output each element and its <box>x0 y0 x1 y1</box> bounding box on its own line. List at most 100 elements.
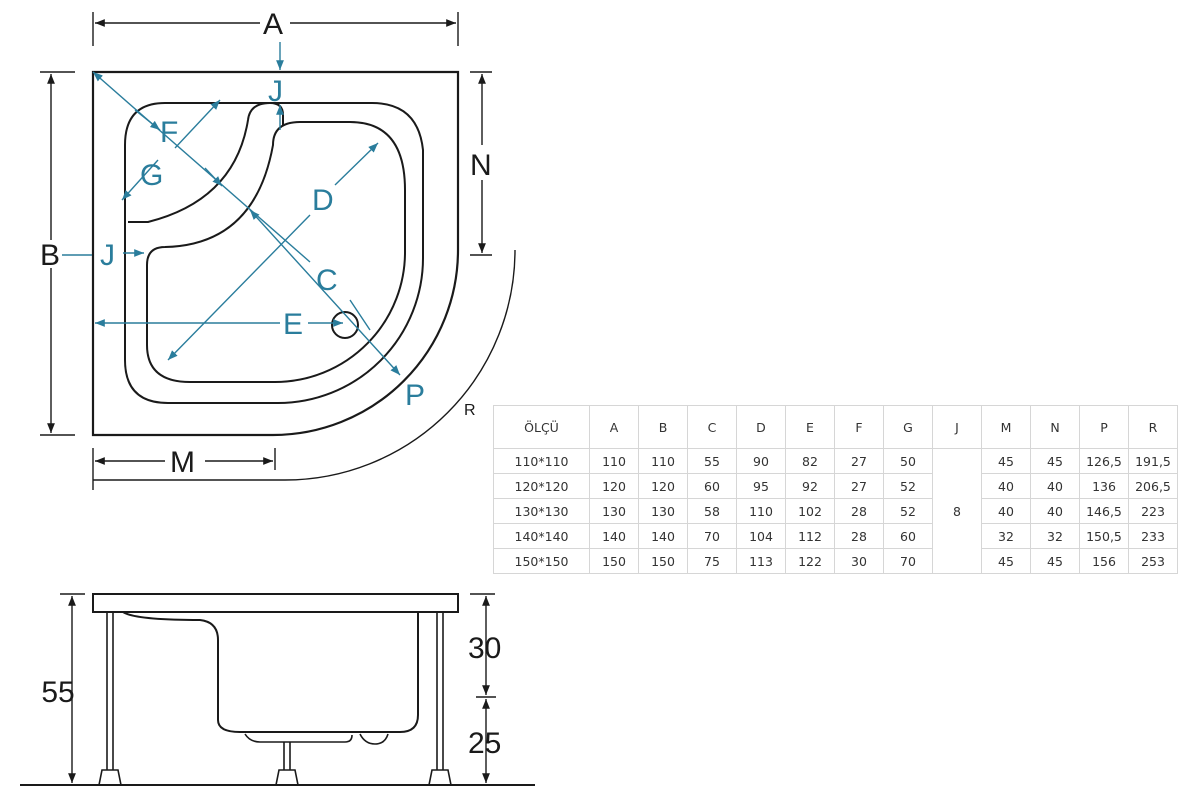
table-row: 150*150 150 150 75 113 122 30 70 45 45 1… <box>493 548 1178 574</box>
side-view: 55 30 25 <box>20 593 535 786</box>
cell-r: 191,5 <box>1128 448 1178 474</box>
cell-d: 104 <box>736 523 786 549</box>
tray-basin <box>146 121 407 383</box>
label-c: C <box>316 264 338 297</box>
table-header: N <box>1030 405 1080 449</box>
cell-a: 140 <box>589 523 639 549</box>
cell-f: 30 <box>834 548 884 574</box>
label-e: E <box>283 308 303 341</box>
cell-a: 110 <box>589 448 639 474</box>
tray-body <box>122 611 419 733</box>
cell-c: 55 <box>687 448 737 474</box>
cell-e: 102 <box>785 498 835 524</box>
label-25: 25 <box>468 727 501 760</box>
label-a: A <box>263 8 283 41</box>
cell-g: 60 <box>883 523 933 549</box>
table-header: C <box>687 405 737 449</box>
cell-n: 45 <box>1030 448 1080 474</box>
cell-r: 233 <box>1128 523 1178 549</box>
cell-d: 113 <box>736 548 786 574</box>
cell-n: 32 <box>1030 523 1080 549</box>
cell-f: 28 <box>834 498 884 524</box>
cell-m: 40 <box>981 498 1031 524</box>
tray-rim <box>124 102 424 404</box>
cell-c: 75 <box>687 548 737 574</box>
table-header: D <box>736 405 786 449</box>
cell-b: 150 <box>638 548 688 574</box>
cell-c: 70 <box>687 523 737 549</box>
dim-line-f <box>134 109 161 131</box>
cell-f: 28 <box>834 523 884 549</box>
table-header: B <box>638 405 688 449</box>
dim-line-g <box>121 159 159 201</box>
cell-e: 122 <box>785 548 835 574</box>
label-d: D <box>312 184 334 217</box>
cell-g: 50 <box>883 448 933 474</box>
cell-f: 27 <box>834 448 884 474</box>
cell-p: 156 <box>1079 548 1129 574</box>
plan-view: A B N R M J J C <box>40 8 516 490</box>
tray-outline <box>91 70 460 437</box>
cell-d: 110 <box>736 498 786 524</box>
table-header: ÖLÇÜ <box>493 405 590 449</box>
cell-p: 136 <box>1079 473 1129 499</box>
cell-size: 130*130 <box>493 498 590 524</box>
cell-e: 112 <box>785 523 835 549</box>
cell-size: 150*150 <box>493 548 590 574</box>
table-header: M <box>981 405 1031 449</box>
label-m: M <box>170 446 195 479</box>
outline-r <box>93 249 516 481</box>
table-row: 130*130 130 130 58 110 102 28 52 40 40 1… <box>493 498 1178 524</box>
cell-m: 32 <box>981 523 1031 549</box>
label-b: B <box>40 239 60 272</box>
cell-e: 82 <box>785 448 835 474</box>
cell-p: 150,5 <box>1079 523 1129 549</box>
cell-b: 130 <box>638 498 688 524</box>
cell-m: 45 <box>981 548 1031 574</box>
dim-line-p <box>249 209 401 376</box>
size-table: ÖLÇÜ A B C D E F G J M N P R 110*110 110… <box>493 405 1178 574</box>
label-55: 55 <box>41 676 74 709</box>
table-header: G <box>883 405 933 449</box>
leg-right <box>428 612 452 786</box>
cell-a: 150 <box>589 548 639 574</box>
cell-d: 90 <box>736 448 786 474</box>
label-30: 30 <box>468 632 501 665</box>
cell-a: 130 <box>589 498 639 524</box>
label-j-left: J <box>100 239 115 272</box>
cell-g: 52 <box>883 498 933 524</box>
tray-top-slab <box>92 593 459 613</box>
cell-b: 110 <box>638 448 688 474</box>
label-f: F <box>160 116 178 149</box>
cell-size: 120*120 <box>493 473 590 499</box>
table-header: E <box>785 405 835 449</box>
leg-middle <box>275 742 299 786</box>
cell-c: 58 <box>687 498 737 524</box>
table-header: J <box>932 405 982 449</box>
cell-b: 140 <box>638 523 688 549</box>
table-header: F <box>834 405 884 449</box>
table-row: 120*120 120 120 60 95 92 27 52 40 40 136… <box>493 473 1178 499</box>
cell-b: 120 <box>638 473 688 499</box>
cell-a: 120 <box>589 473 639 499</box>
cell-p: 146,5 <box>1079 498 1129 524</box>
table-row: 110*110 110 110 55 90 82 27 50 8 45 45 1… <box>493 448 1178 574</box>
leg-left <box>98 612 122 786</box>
cell-e: 92 <box>785 473 835 499</box>
table-row: 140*140 140 140 70 104 112 28 60 32 32 1… <box>493 523 1178 549</box>
cell-n: 40 <box>1030 498 1080 524</box>
label-n: N <box>470 149 492 182</box>
table-header-row: ÖLÇÜ A B C D E F G J M N P R <box>493 405 1178 449</box>
label-g: G <box>140 159 163 192</box>
cell-f: 27 <box>834 473 884 499</box>
cell-r: 206,5 <box>1128 473 1178 499</box>
cell-n: 45 <box>1030 548 1080 574</box>
cell-size: 110*110 <box>493 448 590 474</box>
label-j-top: J <box>268 75 283 108</box>
cell-c: 60 <box>687 473 737 499</box>
table-header: A <box>589 405 639 449</box>
cell-r: 223 <box>1128 498 1178 524</box>
table-header: R <box>1128 405 1178 449</box>
cell-d: 95 <box>736 473 786 499</box>
cell-g: 70 <box>883 548 933 574</box>
